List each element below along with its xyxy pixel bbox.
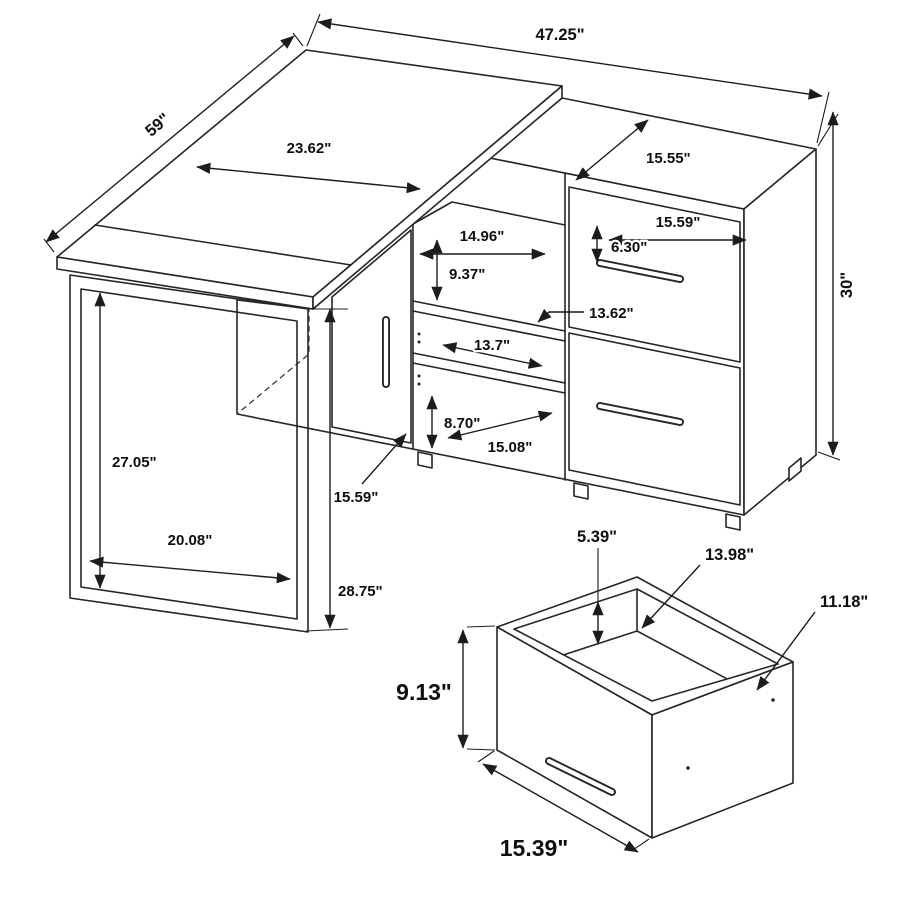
- dim-total-width-label: 47.25": [535, 26, 584, 44]
- shelf-dividers: [412, 172, 566, 481]
- dim-desktop-section-line: [196, 162, 421, 194]
- dim-cabinet-top-depth-line: [575, 119, 649, 181]
- dim-door-width-label: 15.59": [334, 489, 379, 506]
- dim-bottom-cubby-height-label: 8.70": [444, 415, 480, 432]
- dim-top-cubby-height-label: 9.37": [449, 266, 485, 283]
- dim-cabinet-top-depth-label: 15.55": [646, 150, 691, 167]
- dim-drawer-width-label: 13.62": [589, 305, 634, 322]
- dim-inner-width-label: 11.18": [820, 593, 868, 611]
- dim-shelf-section-width-label: 14.96": [460, 228, 505, 245]
- drawer-front-panel: [496, 626, 653, 839]
- dim-total-width-ext: [306, 13, 830, 144]
- dim-shelf-width-label: 13.7": [474, 337, 510, 354]
- dimensions-detail: 5.39" 13.98" 11.18" 9.13" 15.39": [394, 526, 871, 864]
- dim-inner-width-line: [756, 611, 816, 691]
- drawer-1-handle: [596, 259, 684, 283]
- dim-leg-inner-width-label: 20.08": [168, 532, 213, 549]
- dim-cabinet-height-label: 30": [838, 272, 856, 298]
- cabinet-feet: [417, 451, 802, 531]
- drawer-side-panel: [651, 661, 794, 839]
- dim-leg-inner-width-line: [89, 556, 291, 584]
- dim-front-width-ext: [477, 750, 650, 851]
- dim-door-width-line: [361, 433, 407, 485]
- dim-front-width-line: [482, 763, 639, 853]
- dim-depth-line: [45, 35, 295, 243]
- drawer-side-holes: [686, 698, 775, 770]
- dim-top-rail-height-label: 6.30": [611, 239, 647, 256]
- leg-frame-inner: [80, 288, 298, 620]
- dim-desktop-section-label: 23.62": [287, 140, 332, 157]
- dim-underdesk-height-ext: [305, 308, 349, 632]
- dim-total-width-line: [317, 18, 823, 100]
- dim-bottom-cubby-depth-label: 15.08": [488, 439, 533, 456]
- dim-depth-ext: [43, 32, 304, 253]
- dim-height-ext: [466, 625, 496, 751]
- dim-leg-inner-height-label: 27.05": [112, 454, 157, 471]
- leg-frame-outer: [69, 274, 309, 633]
- dim-shelf-width-line: [442, 342, 543, 369]
- cabinet-right-face: [743, 148, 817, 516]
- shelves: [412, 300, 566, 394]
- dimensions-main: 47.25" 59" 23.62" 15.55" 15.59" 6.30" 14…: [43, 13, 858, 632]
- dim-inner-depth-label: 5.39": [577, 528, 617, 546]
- dim-drawer-section-width-label: 15.59": [656, 214, 701, 231]
- dim-inner-length-line: [641, 564, 701, 629]
- dim-drawer-width-line: [537, 308, 584, 323]
- dim-depth-label: 59": [142, 110, 174, 141]
- dim-front-width-label: 15.39": [500, 835, 568, 861]
- drawer-detail: [496, 576, 794, 839]
- dim-inner-length-label: 13.98": [705, 546, 754, 564]
- shelf-pin-holes: [417, 332, 421, 386]
- dim-bottom-cubby-depth-line: [447, 410, 553, 441]
- dim-height-label: 9.13": [396, 679, 452, 705]
- cubby-interior-edges: [412, 201, 566, 226]
- dim-underdesk-height-label: 28.75": [338, 583, 383, 600]
- dim-cabinet-height-ext: [817, 113, 841, 461]
- drawer-2-handle: [596, 402, 684, 426]
